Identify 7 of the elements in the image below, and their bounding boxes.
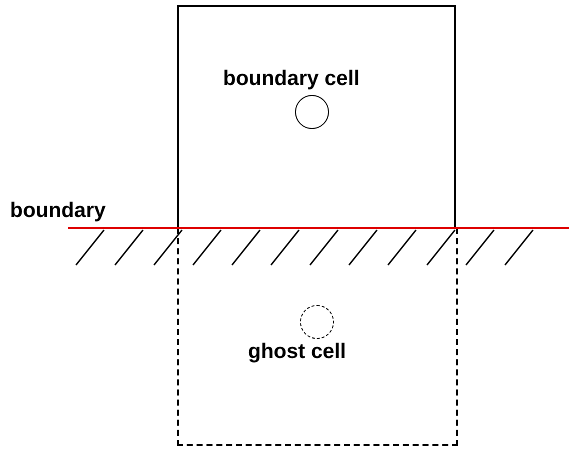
cell-label: boundary cell [223,67,360,91]
cell-label: ghost cell [248,340,346,364]
circle-marker [295,95,329,129]
circle-marker [300,305,334,339]
ghost-cell-box [177,228,458,446]
cell-box [177,5,456,229]
boundary-label: boundary [10,199,106,223]
